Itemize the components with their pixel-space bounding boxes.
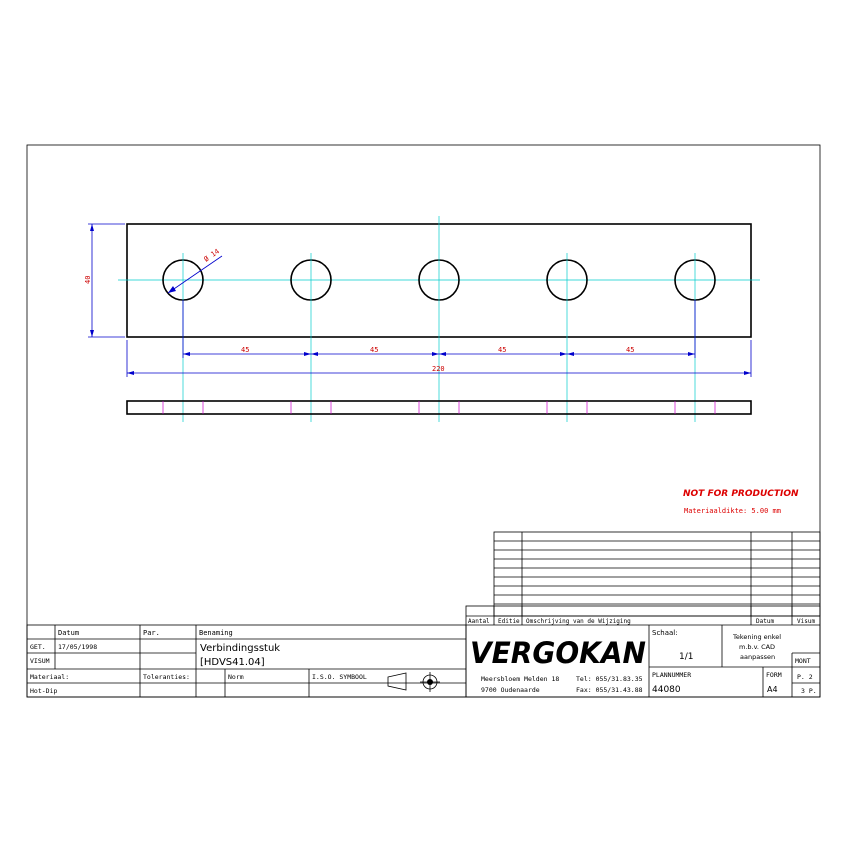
rev-header-editie: Editie bbox=[498, 618, 520, 625]
fax: Fax: 055/31.43.88 bbox=[576, 686, 643, 694]
address-line2: 9700 Oudenaarde bbox=[481, 686, 540, 694]
mont-label: MONT bbox=[795, 657, 811, 665]
hole-4 bbox=[546, 253, 588, 422]
spacing-dim-label-1: 45 bbox=[241, 346, 249, 354]
side-outline bbox=[126, 400, 752, 415]
form-label: FORM bbox=[766, 671, 782, 679]
address-line1: Meersbloem Melden 18 bbox=[481, 675, 559, 683]
materiaal-label: Materiaal: bbox=[30, 673, 69, 681]
toleranties-label: Toleranties: bbox=[143, 673, 190, 681]
hole-3 bbox=[418, 216, 460, 422]
rev-header-datum: Datum bbox=[756, 618, 774, 625]
cad-note-line2: m.b.v. CAD bbox=[739, 643, 775, 651]
sheet-border bbox=[26, 144, 821, 698]
diameter-arrow bbox=[168, 286, 176, 293]
projection-symbol-icon bbox=[387, 672, 440, 692]
height-dim-label: 40 bbox=[84, 276, 92, 284]
norm-label: Norm bbox=[228, 673, 244, 681]
par-label: Par. bbox=[143, 629, 160, 637]
page-total: 3 P. bbox=[801, 687, 817, 695]
material-thickness-note: Materiaaldikte: 5.00 mm bbox=[684, 507, 781, 515]
schaal-label: Schaal: bbox=[652, 629, 678, 637]
iso-symbol-label: I.S.O. SYMBOOL bbox=[312, 673, 367, 681]
benaming-line1: Verbindingsstuk bbox=[200, 643, 280, 654]
cad-note-line3: aanpassen bbox=[740, 653, 775, 661]
benaming-label: Benaming bbox=[199, 629, 233, 637]
get-date: 17/05/1998 bbox=[58, 643, 97, 651]
total-dim-label: 220 bbox=[432, 365, 445, 373]
company-logo: VERGOKAN bbox=[470, 636, 646, 670]
form-value: A4 bbox=[767, 685, 778, 694]
plannummer-value: 44080 bbox=[652, 685, 681, 695]
diameter-leader bbox=[167, 255, 223, 294]
get-label: GET. bbox=[30, 643, 46, 651]
cad-note-line1: Tekening enkel bbox=[732, 633, 781, 641]
benaming-line2: [HDVS41.04] bbox=[200, 657, 265, 668]
spacing-dim-label-3: 45 bbox=[498, 346, 506, 354]
spacing-dim-label-2: 45 bbox=[370, 346, 378, 354]
plannummer-label: PLANNUMMER bbox=[652, 671, 691, 679]
plate-side-view bbox=[126, 400, 752, 415]
visum-label: VISUM bbox=[30, 657, 50, 665]
schaal-value: 1/1 bbox=[679, 652, 693, 662]
rev-header-aantal: Aantal bbox=[468, 618, 490, 625]
rev-header-omschrijving: Omschrijving van de Wijziging bbox=[526, 618, 631, 625]
rev-header-visum: Visum bbox=[797, 618, 815, 625]
hole-2 bbox=[290, 253, 332, 422]
plate-top-view: Ø 14 40 45 45 45 45 220 bbox=[84, 216, 760, 422]
finish-value: Hot-Dip bbox=[30, 687, 57, 695]
not-for-production-note: NOT FOR PRODUCTION bbox=[683, 489, 799, 499]
spacing-dim-label-4: 45 bbox=[626, 346, 634, 354]
datum-label: Datum bbox=[58, 629, 79, 637]
page-number: P. 2 bbox=[797, 673, 813, 681]
tel: Tel: 055/31.83.35 bbox=[576, 675, 643, 683]
diameter-label: Ø 14 bbox=[203, 247, 221, 263]
title-block: Aantal Editie Omschrijving van de Wijzig… bbox=[26, 605, 821, 698]
revision-table bbox=[493, 531, 821, 617]
